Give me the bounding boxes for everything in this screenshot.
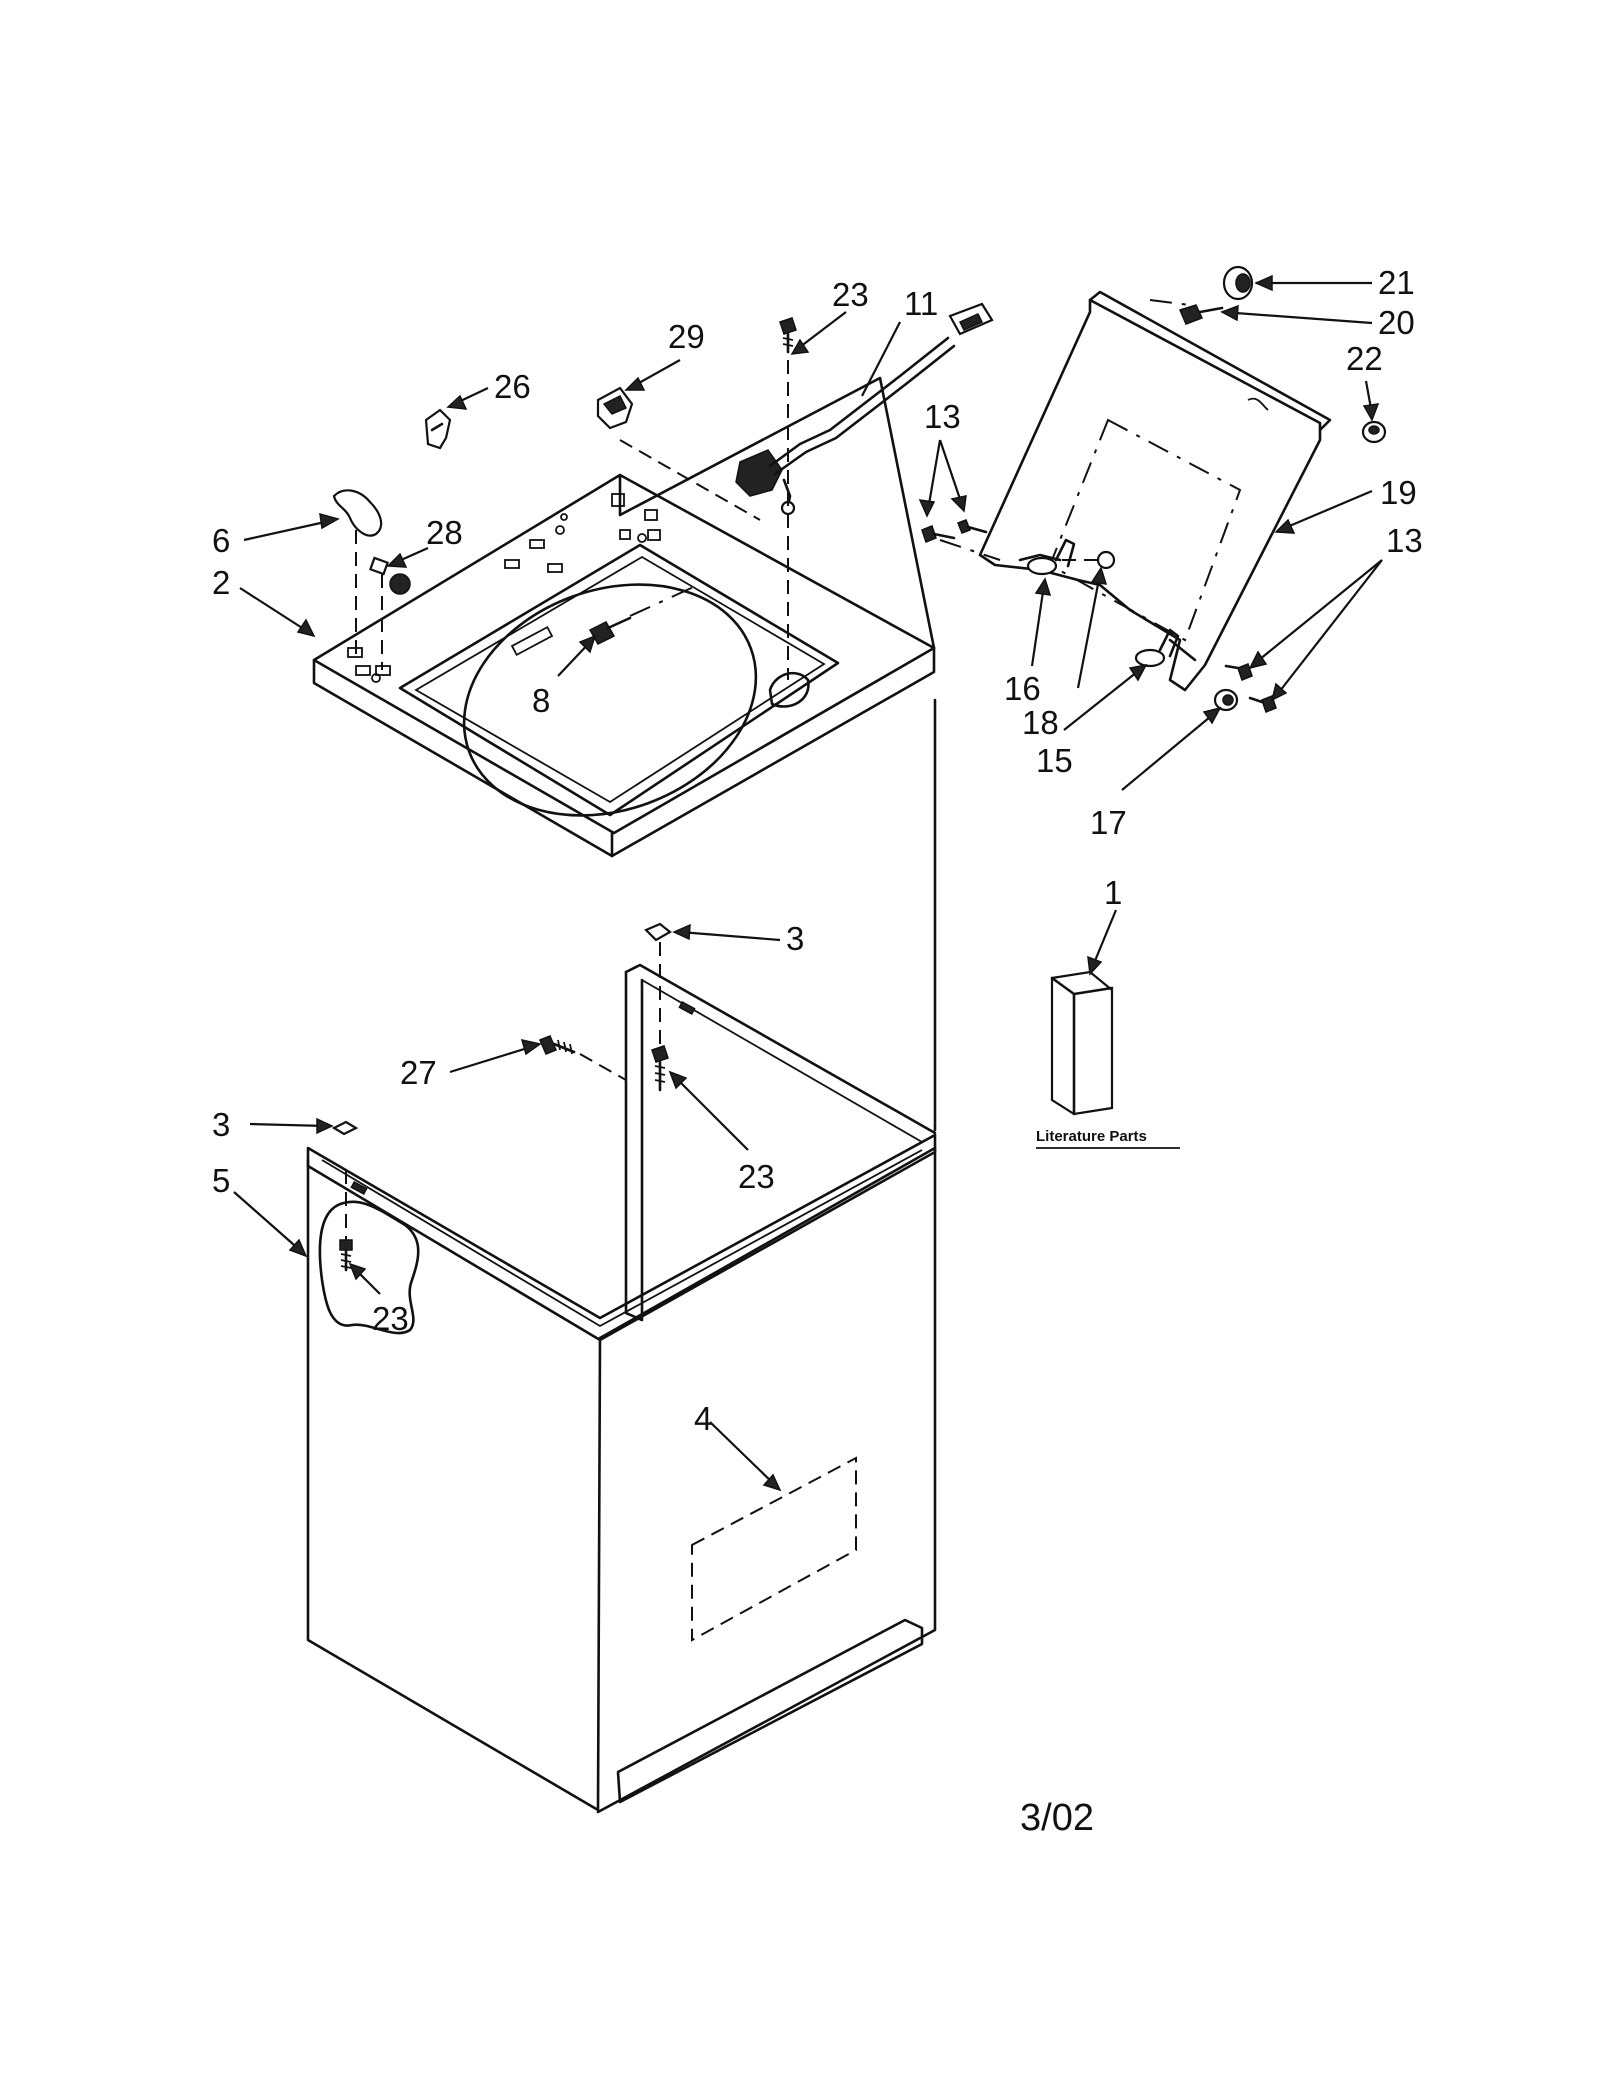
callout-20: 20 (1378, 304, 1415, 341)
knob-part-22 (1361, 420, 1387, 444)
callout-19: 19 (1380, 474, 1417, 511)
callout-23-cabinet: 23 (372, 1300, 409, 1337)
callout-28: 28 (426, 514, 463, 551)
bushing-part-17 (1213, 688, 1239, 712)
clip-nut-part-28 (368, 556, 390, 670)
callout-26: 26 (494, 368, 531, 405)
actuator-part-20 (1178, 304, 1224, 325)
literature-part-1 (1050, 970, 1114, 1116)
literature-parts-label: Literature Parts (1036, 1128, 1180, 1149)
callout-8: 8 (532, 682, 550, 719)
callout-11: 11 (904, 285, 938, 322)
callout-1: 1 (1104, 874, 1122, 911)
clip-part-6 (332, 489, 383, 662)
clip-nut-part-3-lower (331, 1120, 359, 1136)
screws-part-13-upper (921, 519, 988, 543)
panel-part-4 (691, 1456, 857, 1642)
callout-2: 2 (212, 564, 230, 601)
screw-part-23-top (779, 317, 797, 680)
leader-arrows (233, 274, 1383, 1492)
callout-23-mid: 23 (738, 1158, 775, 1195)
lid-part-19 (939, 290, 1332, 692)
date-code: 3/02 (1020, 1797, 1094, 1839)
callout-17: 17 (1090, 804, 1127, 841)
callout-27: 27 (400, 1054, 437, 1091)
callout-labels: 21 20 22 19 13 13 23 11 29 26 6 28 2 8 1… (212, 264, 1423, 1437)
harness-part-11 (735, 302, 994, 516)
callout-3-lower: 3 (212, 1106, 230, 1143)
washer-top-part-2 (312, 376, 936, 858)
callout-16: 16 (1004, 670, 1041, 707)
hinge-part-16 (1026, 538, 1076, 576)
hinge-part-15 (1134, 628, 1180, 668)
clip-nut-part-3-upper (644, 922, 672, 1050)
literature-parts-text: Literature Parts (1036, 1128, 1147, 1145)
bumper-part-21 (1222, 265, 1254, 301)
switch-part-29 (596, 386, 761, 521)
screws-part-13-lower (1224, 663, 1277, 713)
clip-part-26 (424, 408, 452, 450)
bushing-part-18 (1062, 550, 1116, 570)
callout-18: 18 (1022, 704, 1059, 741)
cabinet-part-5 (306, 698, 937, 1814)
callout-5: 5 (212, 1162, 230, 1199)
callout-13-lower: 13 (1386, 522, 1423, 559)
callout-6: 6 (212, 522, 230, 559)
callout-15: 15 (1036, 742, 1073, 779)
screw-part-27 (539, 1035, 627, 1081)
callout-23-top: 23 (832, 276, 869, 313)
fitting-part-8 (588, 583, 701, 645)
callout-29: 29 (668, 318, 705, 355)
callout-13-upper: 13 (924, 398, 961, 435)
callout-21: 21 (1378, 264, 1415, 301)
screw-part-23-cabinet (339, 1170, 353, 1272)
callout-22: 22 (1346, 340, 1383, 377)
callout-3-upper: 3 (786, 920, 804, 957)
screw-part-23-mid (651, 1045, 669, 1092)
callout-4: 4 (694, 1400, 712, 1437)
